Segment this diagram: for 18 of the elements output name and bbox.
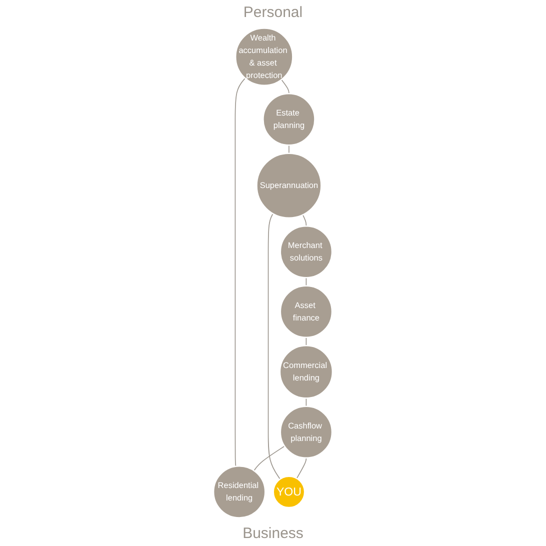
connector	[234, 78, 246, 467]
node-circle: Residential lending	[212, 466, 266, 518]
node-circle: Cashflow planning	[280, 406, 333, 459]
node-circle: Wealth accumulation & asset protection	[235, 28, 294, 86]
node-circle: Estate planning	[262, 93, 316, 146]
connector	[288, 144, 290, 154]
node-circle: Commercial lending	[279, 345, 334, 399]
connector	[254, 446, 285, 472]
connector	[302, 214, 307, 226]
node-circle: Merchant solutions	[280, 225, 333, 278]
section-label: Business	[242, 525, 304, 542]
connector	[281, 79, 290, 94]
connector	[268, 213, 280, 480]
node-circle: YOU	[272, 476, 306, 508]
connector	[296, 458, 307, 479]
section-label: Personal	[243, 4, 303, 21]
node-circle: Asset finance	[280, 285, 333, 338]
node-circle: Superannuation	[256, 152, 322, 218]
